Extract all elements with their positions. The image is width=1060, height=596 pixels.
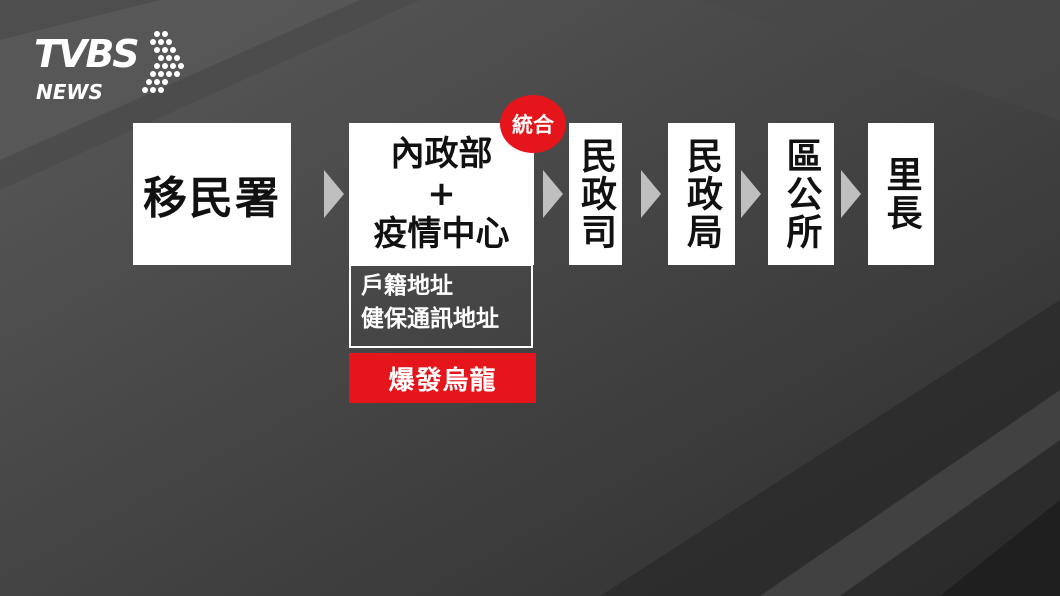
tvbs-news-logo: TVBS NEWS [32, 30, 192, 110]
integrate-badge: 統合 [500, 95, 566, 153]
flow-step-district-office: 區公所 [768, 123, 834, 265]
arrow-right-icon [324, 170, 344, 218]
logo-sub-text: NEWS [36, 80, 103, 104]
logo-main-text: TVBS [34, 32, 140, 76]
address-detail-box: 戶籍地址 健保通訊地址 [349, 264, 533, 348]
arrow-right-icon [543, 170, 563, 218]
flow-step-village-chief: 里長 [868, 123, 934, 265]
detail-line-household: 戶籍地址 [361, 273, 453, 299]
flow-step-interior-cecc: 內政部 + 疫情中心 [349, 123, 534, 265]
flow-step-village-chief-label: 里長 [880, 156, 922, 232]
arrow-right-icon [841, 170, 861, 218]
flow-step-civil-bureau-label: 民政局 [681, 137, 722, 251]
flow-step-interior-line3: 疫情中心 [373, 214, 510, 254]
alert-banner: 爆發烏龍 [349, 353, 536, 403]
flow-step-interior-line2: + [427, 174, 456, 214]
flow-step-district-office-label: 區公所 [780, 137, 822, 251]
flow-step-interior-line1: 內政部 [390, 134, 493, 174]
logo-dot-pattern-icon [142, 31, 184, 93]
detail-line-insurance: 健保通訊地址 [361, 306, 499, 332]
arrow-right-icon [641, 170, 661, 218]
flow-step-immigration: 移民署 [133, 123, 291, 265]
flow-step-immigration-label: 移民署 [143, 173, 281, 224]
flow-step-civil-dept-label: 民政司 [575, 137, 616, 251]
flow-step-civil-dept: 民政司 [569, 123, 622, 265]
arrow-right-icon [741, 170, 761, 218]
flow-step-civil-bureau: 民政局 [668, 123, 735, 265]
